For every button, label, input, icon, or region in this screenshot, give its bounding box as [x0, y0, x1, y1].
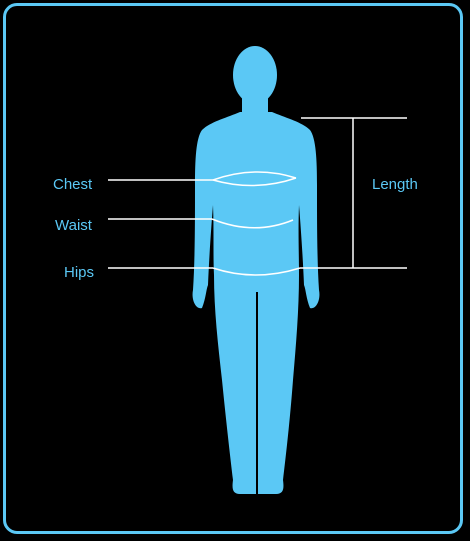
waist-label: Waist [55, 217, 92, 235]
hips-label: Hips [64, 264, 94, 282]
human-body-silhouette-icon [193, 46, 320, 494]
chest-label: Chest [53, 176, 92, 194]
length-label: Length [372, 176, 418, 194]
